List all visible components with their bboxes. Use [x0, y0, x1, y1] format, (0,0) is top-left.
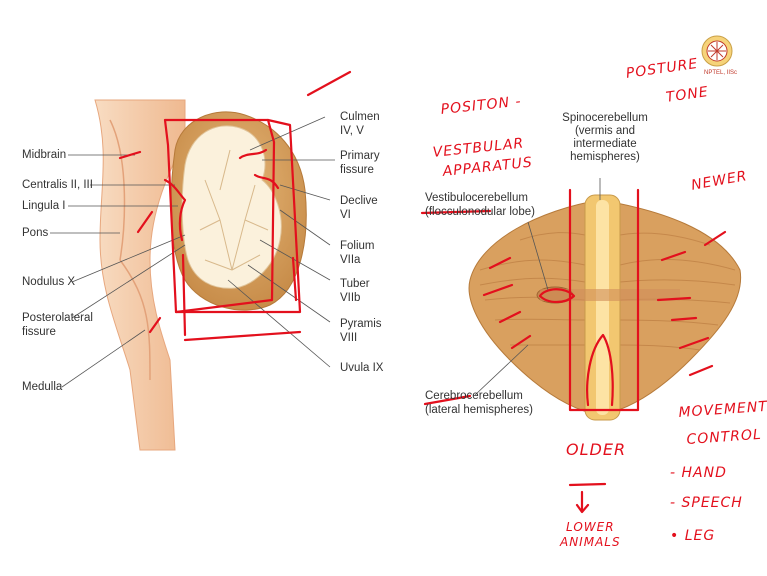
ink-box-bottom: [185, 332, 300, 340]
label-declive-num: VI: [340, 209, 351, 222]
ink-speech: - SPEECH: [670, 495, 743, 511]
label-culmen: Culmen: [340, 111, 380, 124]
label-midbrain: Midbrain: [22, 149, 66, 162]
ink-left-arrow-stroke: [308, 72, 350, 95]
label-uvula: Uvula IX: [340, 362, 383, 375]
label-pyramis: Pyramis: [340, 318, 382, 331]
label-pons: Pons: [22, 227, 48, 240]
label-spinocerebellum-l2: (vermis and: [555, 125, 655, 138]
label-nodulus: Nodulus X: [22, 276, 75, 289]
ink-older: OLDER: [566, 440, 626, 459]
label-posterolateral-fissure: fissure: [22, 326, 56, 339]
ink-animals: ANIMALS: [560, 535, 621, 549]
label-cerebrocerebellum: Cerebrocerebellum: [425, 390, 523, 403]
label-primary: Primary: [340, 150, 380, 163]
label-cerebrocerebellum-sub: (lateral hemispheres): [425, 404, 533, 417]
label-tuber: Tuber: [340, 278, 370, 291]
label-tuber-num: VIIb: [340, 292, 360, 305]
label-vestibulocerebellum-sub: (flocculonodular lobe): [425, 206, 535, 219]
logo-caption: NPTEL, IISc: [704, 70, 737, 76]
label-lingula: Lingula I: [22, 200, 65, 213]
ink-down-arrow: [577, 492, 588, 512]
label-medulla: Medulla: [22, 381, 62, 394]
label-vestibulocerebellum: Vestibulocerebellum: [425, 192, 528, 205]
label-declive: Declive: [340, 195, 378, 208]
label-spinocerebellum: Spinocerebellum: [555, 112, 655, 125]
label-primary-fissure: fissure: [340, 164, 374, 177]
label-centralis: Centralis II, III: [22, 179, 93, 192]
label-folium: Folium: [340, 240, 375, 253]
nptel-logo-icon: [700, 34, 734, 68]
ink-lower: LOWER: [566, 520, 615, 534]
label-spinocerebellum-l4: hemispheres): [555, 151, 655, 164]
label-culmen-num: IV, V: [340, 125, 364, 138]
label-folium-num: VIIa: [340, 254, 360, 267]
ink-leg: • LEG: [670, 528, 715, 544]
label-spinocerebellum-l3: intermediate: [555, 138, 655, 151]
label-posterolateral: Posterolateral: [22, 312, 93, 325]
label-pyramis-num: VIII: [340, 332, 357, 345]
ink-older-underline: [570, 484, 605, 485]
vermis-center: [596, 200, 609, 415]
ink-hand: - HAND: [670, 465, 727, 481]
